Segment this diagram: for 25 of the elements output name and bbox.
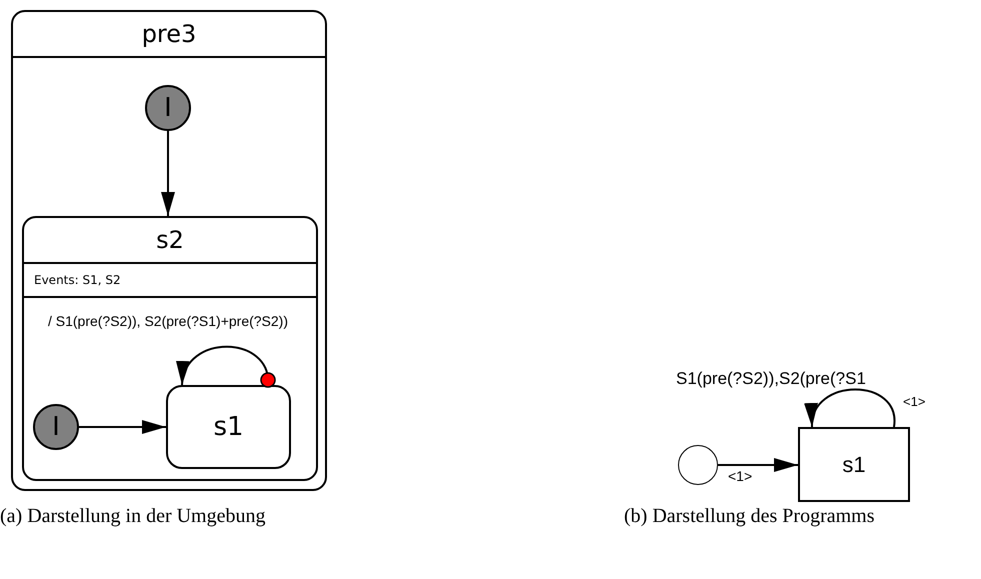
priority-label: <1> [903, 394, 926, 409]
initial-state-circle [145, 85, 191, 131]
start-circle [678, 445, 718, 485]
caption: (b) Darstellung des Programms [624, 504, 876, 529]
initial-mark: I [52, 414, 60, 440]
transition-arrow [161, 131, 175, 216]
transition-arrow [79, 420, 166, 434]
state-region-box [22, 216, 318, 481]
state-box [166, 385, 291, 469]
transition-arrow [178, 346, 269, 386]
transition-arrow [718, 458, 798, 472]
initial-mark: I [164, 95, 172, 121]
state-name: s1 [213, 412, 244, 442]
initial-state-circle [33, 404, 79, 450]
superstate-box [11, 10, 327, 491]
edge-label: / S1(pre(?S2)), S2(pre(?S1)+pre(?S2)) [46, 313, 290, 330]
events-text: Events: S1, S2 [34, 273, 121, 287]
state-name: pre3 [142, 22, 196, 46]
edge-label: <1> [728, 468, 752, 485]
caption: (a) Darstellung in der Umgebung [0, 504, 266, 529]
state-name: s2 [156, 228, 184, 252]
state-name: s1 [842, 452, 866, 478]
state-box [798, 427, 910, 502]
transition-arrow [806, 388, 896, 428]
edge-label: S1(pre(?S2)),S2(pre(?S1 [676, 369, 866, 390]
